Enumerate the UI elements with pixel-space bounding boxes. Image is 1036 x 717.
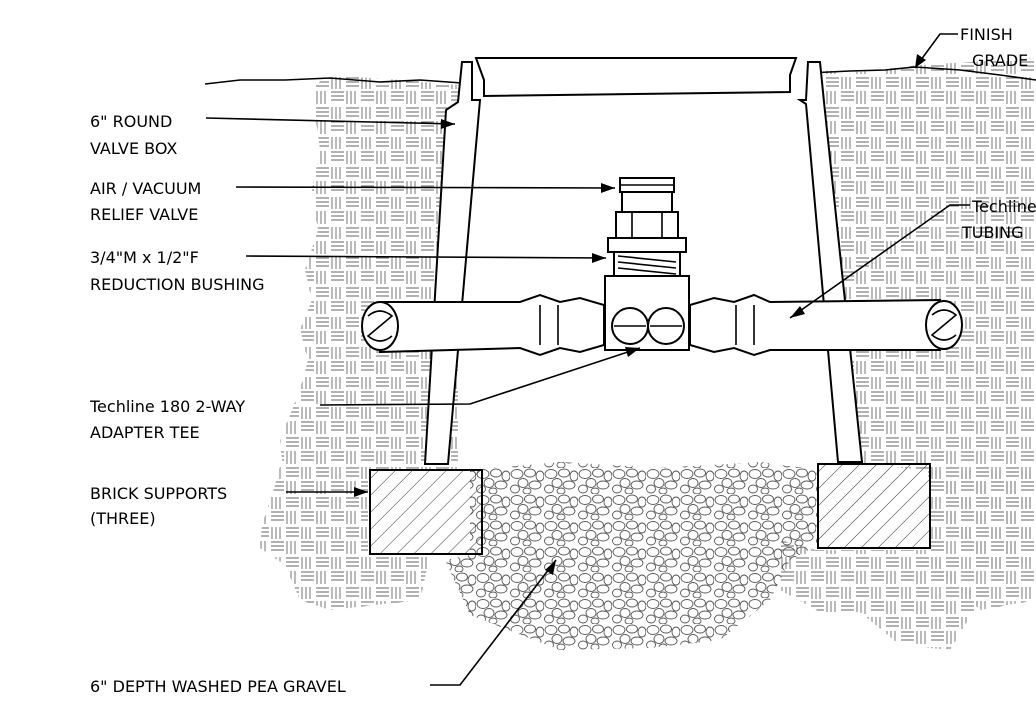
arrow-finish-grade — [915, 54, 926, 68]
label-brick-line1: BRICK SUPPORTS — [90, 484, 227, 503]
label-finish-grade-line1: FINISH — [960, 25, 1013, 44]
leader-tubing — [789, 204, 970, 319]
valve-box-right-wall — [796, 61, 864, 463]
leader-gravel — [430, 559, 557, 686]
label-gravel: 6" DEPTH WASHED PEA GRAVEL — [90, 677, 346, 696]
label-tubing-line2: TUBING — [961, 223, 1024, 242]
valve-box-lid — [474, 57, 798, 98]
reduction-bushing — [613, 251, 681, 277]
relief-valve-body — [621, 191, 673, 213]
label-air-valve-line2: RELIEF VALVE — [90, 205, 198, 224]
label-finish-grade-line2: GRADE — [972, 51, 1028, 70]
tubing-right — [689, 293, 941, 357]
label-bushing-line2: REDUCTION BUSHING — [90, 275, 265, 294]
pea-gravel-bed — [445, 462, 818, 650]
soil-region-lower-right — [930, 470, 1036, 570]
relief-valve-hex — [615, 211, 679, 239]
leader-finish-grade — [914, 33, 958, 69]
bushing-collar — [607, 237, 687, 253]
arrow-brick — [354, 487, 368, 497]
brick-support-right — [817, 463, 931, 549]
leader-air-valve — [235, 186, 616, 189]
soil-region — [260, 75, 458, 610]
arrowheads — [354, 54, 926, 575]
label-adapter-tee-line1: Techline 180 2-WAY — [89, 397, 245, 416]
arrow-tubing — [790, 306, 805, 318]
relief-valve-hex-marks — [631, 212, 663, 238]
label-bushing-line1: 3/4"M x 1/2"F — [90, 248, 199, 267]
leader-lines — [205, 33, 970, 686]
label-brick-line2: (THREE) — [90, 509, 156, 528]
label-valve-box-line1: 6" ROUND — [90, 112, 172, 131]
leader-adapter-tee — [319, 347, 641, 406]
arrow-bushing — [592, 253, 606, 263]
bushing-threads — [617, 255, 677, 275]
label-air-valve-line1: AIR / VACUUM — [90, 179, 201, 198]
label-tubing-line1: Techline — [971, 197, 1036, 216]
arrow-air-valve — [601, 183, 615, 193]
tubing-ridges — [539, 305, 755, 345]
soil-region-bottom — [780, 540, 980, 650]
arrow-gravel — [545, 560, 556, 575]
leader-valve-box — [205, 117, 456, 125]
tubing-left-end-mark — [366, 310, 394, 342]
arrow-valve-box — [441, 119, 455, 129]
tubing-right-end-mark — [930, 309, 958, 341]
label-adapter-tee-line2: ADAPTER TEE — [90, 423, 200, 442]
label-valve-box-line2: VALVE BOX — [90, 139, 177, 158]
tubing-left — [379, 293, 605, 357]
valve-box-left-wall — [423, 61, 482, 465]
leader-bushing — [245, 255, 607, 259]
brick-support-left — [369, 469, 483, 555]
arrow-adapter-tee — [625, 347, 640, 357]
